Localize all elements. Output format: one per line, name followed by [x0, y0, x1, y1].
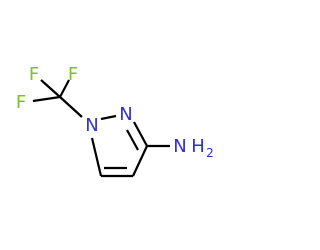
bonds [32, 79, 170, 178]
atom-n2: N [119, 104, 132, 125]
atom-f-left: F [16, 92, 26, 113]
atom-labels: F F F N N N H 2 [16, 64, 214, 160]
bond-c5-n1 [90, 137, 103, 177]
bond-n1-n2 [100, 114, 117, 121]
atom-f-top-left: F [29, 64, 39, 85]
atom-amine-h-count: 2 [206, 146, 214, 160]
bond-c-f-top-right [59, 79, 70, 98]
bond-c3-c4 [132, 145, 148, 177]
atom-amine-h: H [191, 136, 205, 157]
bond-n2-c3-inner [126, 129, 139, 151]
atom-f-top-right: F [68, 64, 78, 85]
bond-c-n1 [59, 96, 83, 118]
bond-c-f-top-left [40, 79, 61, 98]
bond-n2-c3 [133, 121, 148, 147]
atom-n1: N [85, 115, 98, 136]
molecule-diagram: F F F N N N H 2 [16, 64, 214, 178]
atom-amine-n: N [173, 136, 186, 157]
bond-c-f-left [32, 95, 61, 103]
